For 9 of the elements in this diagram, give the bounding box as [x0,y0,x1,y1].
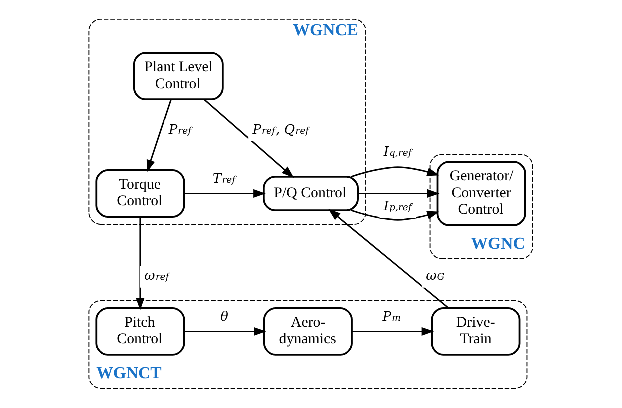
edge-label: Tref [212,172,236,188]
edge-label: θ [220,310,228,326]
edge-label: Pm [382,310,401,326]
edge-label: ωG [426,269,445,284]
edge-label: Ip,ref [384,199,412,214]
edge-label: Iq,ref [384,145,412,160]
edge-label: ωref [144,269,170,284]
edge-label: Pref, Qref [252,122,310,138]
edge-label: Pref [168,122,192,138]
